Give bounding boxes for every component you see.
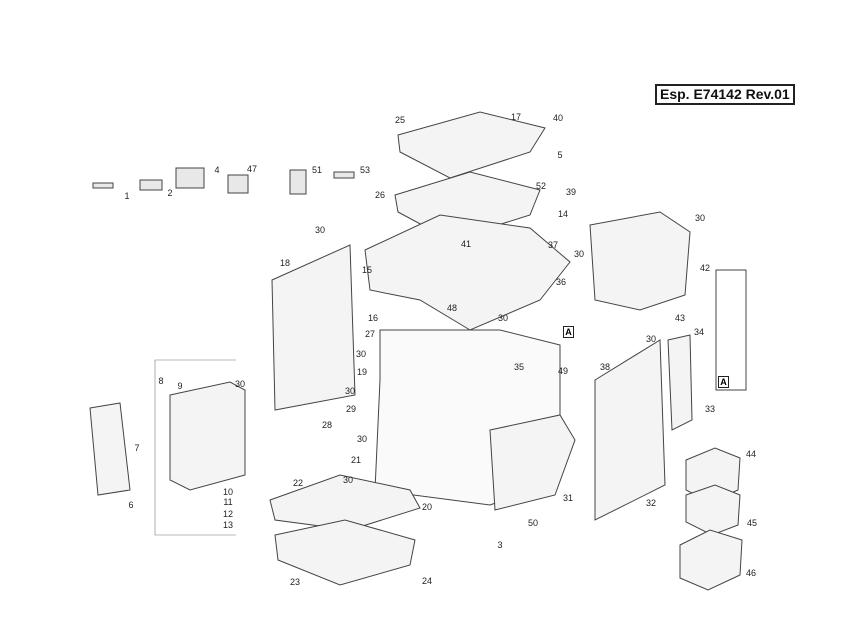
tank-cover [89,402,131,496]
drip-tray [274,519,416,586]
reference-code: Esp. E74142 Rev.01 [655,84,795,105]
carton-box [679,529,743,591]
packing-insert-bottom [685,484,741,536]
callout-label: 44 [745,449,757,459]
callout-label: 10 [222,487,234,497]
callout-label: 27 [364,329,376,339]
callout-label: 45 [746,518,758,528]
callout-label: 5 [557,150,563,160]
callout-label: 30 [234,379,246,389]
callout-label: 38 [599,362,611,372]
callout-label: 6 [128,500,134,510]
detail-marker: A [718,376,729,388]
side-bracket [667,334,693,431]
callout-label: 33 [704,404,716,414]
callout-label: 30 [694,213,706,223]
callout-label: 21 [350,455,362,465]
callout-label: 26 [374,190,386,200]
right-side-panel [594,339,666,521]
electronics-board [589,211,691,311]
callout-label: 30 [342,475,354,485]
callout-label: 11 [223,497,233,507]
callout-label: 30 [344,386,356,396]
callout-label: 37 [547,240,559,250]
callout-label: 4 [214,165,220,175]
callout-label: 24 [421,576,433,586]
top-cover [364,214,571,331]
callout-label: 39 [565,187,577,197]
callout-label: 42 [699,263,711,273]
drip-tray-grill [269,474,421,531]
callout-label: 18 [279,258,291,268]
water-tank [169,381,246,491]
callout-label: 30 [573,249,585,259]
detail-a-frame [715,269,747,391]
callout-label: 25 [394,115,406,125]
bracket-lines [154,359,236,536]
callout-label: 46 [745,568,757,578]
callout-label: 30 [356,434,368,444]
callout-label: 52 [535,181,547,191]
callout-label: 30 [314,225,326,235]
callout-label: 22 [292,478,304,488]
callout-label: 13 [222,520,234,530]
door-panel [489,414,576,511]
callout-label: 32 [645,498,657,508]
callout-label: 8 [158,376,164,386]
callout-label: 48 [446,303,458,313]
callout-label: 30 [355,349,367,359]
callout-label: 16 [367,313,379,323]
callout-label: 15 [361,265,373,275]
callout-label: 2 [167,188,173,198]
callout-label: 49 [557,366,569,376]
small-accessories [92,167,355,195]
callout-label: 19 [356,367,368,377]
callout-label: 35 [513,362,525,372]
callout-label: 30 [497,313,509,323]
callout-label: 23 [289,577,301,587]
callout-label: 3 [497,540,503,550]
callout-label: 9 [177,381,183,391]
packing-insert-top [685,447,741,503]
callout-label: 51 [311,165,323,175]
callout-label: 40 [552,113,564,123]
callout-label: 20 [421,502,433,512]
callout-label: 17 [510,112,522,122]
callout-label: 30 [645,334,657,344]
callout-label: 31 [562,493,574,503]
callout-label: 36 [555,277,567,287]
water-tank-lid [397,111,546,179]
callout-label: 53 [359,165,371,175]
callout-label: 34 [693,327,705,337]
callout-label: 50 [527,518,539,528]
callout-label: 7 [134,443,140,453]
callout-label: 28 [321,420,333,430]
callout-label: 1 [124,191,130,201]
callout-label: 43 [674,313,686,323]
left-side-panel [271,244,356,411]
callout-label: 29 [345,404,357,414]
callout-label: 41 [460,239,472,249]
callout-label: 12 [222,509,234,519]
detail-marker: A [563,326,574,338]
callout-label: 47 [246,164,258,174]
callout-label: 14 [557,209,569,219]
